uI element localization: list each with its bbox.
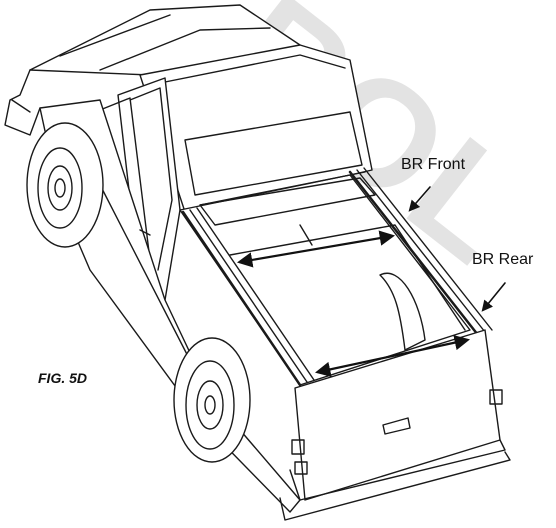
figure-label: FIG. 5D	[38, 370, 88, 386]
front-width-arrow	[236, 230, 396, 268]
br-front-label: BR Front	[401, 156, 466, 173]
truck-cab	[99, 44, 373, 301]
br-rear-leader	[481, 282, 506, 312]
bed-rail-left	[181, 207, 315, 387]
front-wheel	[26, 122, 104, 248]
br-rear-label: BR Rear	[472, 251, 534, 268]
rear-width-arrow	[314, 335, 471, 377]
br-front-leader	[408, 186, 431, 212]
bed-rail-right	[348, 167, 493, 337]
rear-wheel	[173, 337, 251, 463]
